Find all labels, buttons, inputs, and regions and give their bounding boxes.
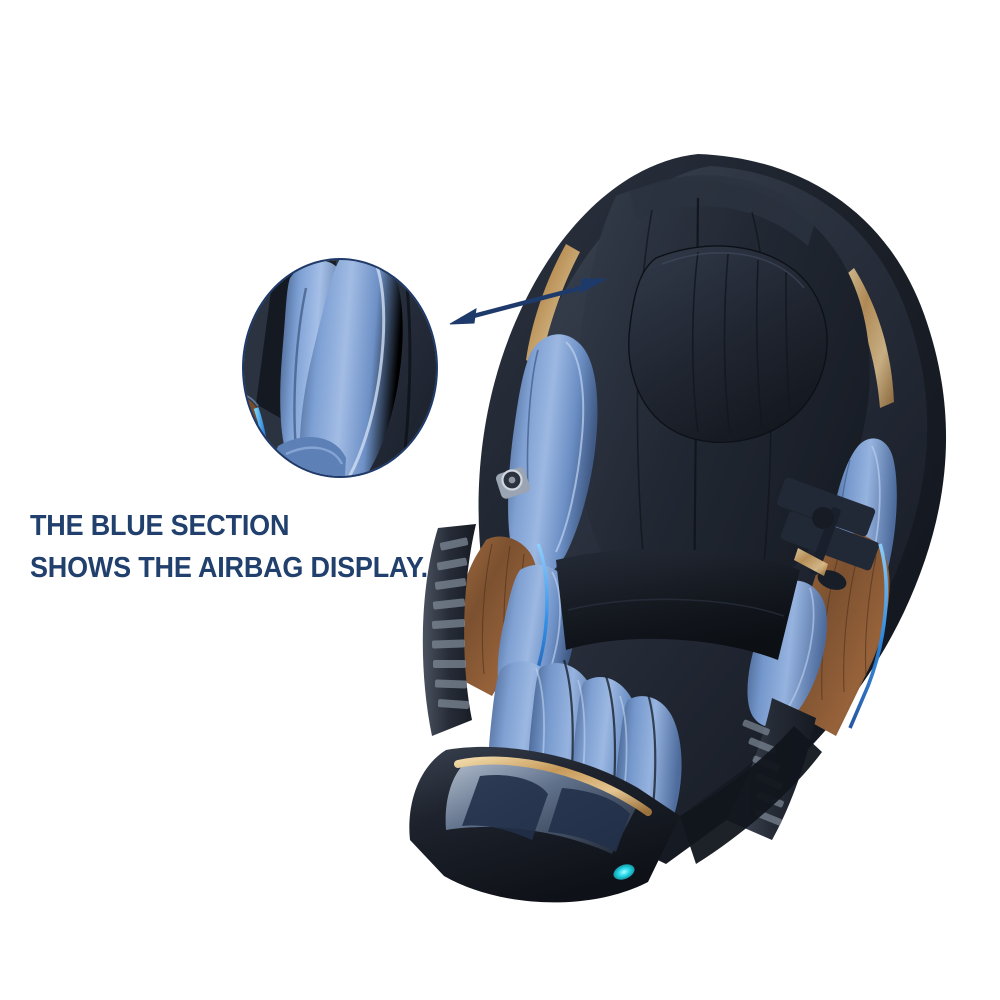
caption-line-2: SHOWS THE AIRBAG DISPLAY. [30, 552, 428, 584]
seat-cushion [556, 548, 800, 660]
tablet-remote-bracket [776, 477, 880, 590]
headrest-pillow [628, 245, 828, 444]
foot-pads [462, 774, 630, 852]
led-strip-right [848, 543, 888, 729]
footrest-base [409, 746, 680, 903]
shoulder-airbag-left [508, 334, 598, 578]
side-vent-grille-left [422, 524, 476, 736]
callout-arrow [440, 265, 615, 340]
massage-chair-illustration [380, 140, 1000, 930]
magnifier-content [244, 260, 436, 476]
led-strip-left [526, 543, 549, 701]
caption-text: THE BLUE SECTION SHOWS THE AIRBAG DISPLA… [30, 505, 467, 589]
control-knob [496, 467, 530, 499]
chair-base-lip [680, 726, 822, 864]
magnifier-callout-circle [242, 258, 438, 478]
footrest-gold-arc [454, 756, 652, 816]
base-led-indicator [613, 864, 635, 880]
gold-trim-left [526, 244, 580, 368]
caption-line-1: THE BLUE SECTION [30, 510, 290, 542]
